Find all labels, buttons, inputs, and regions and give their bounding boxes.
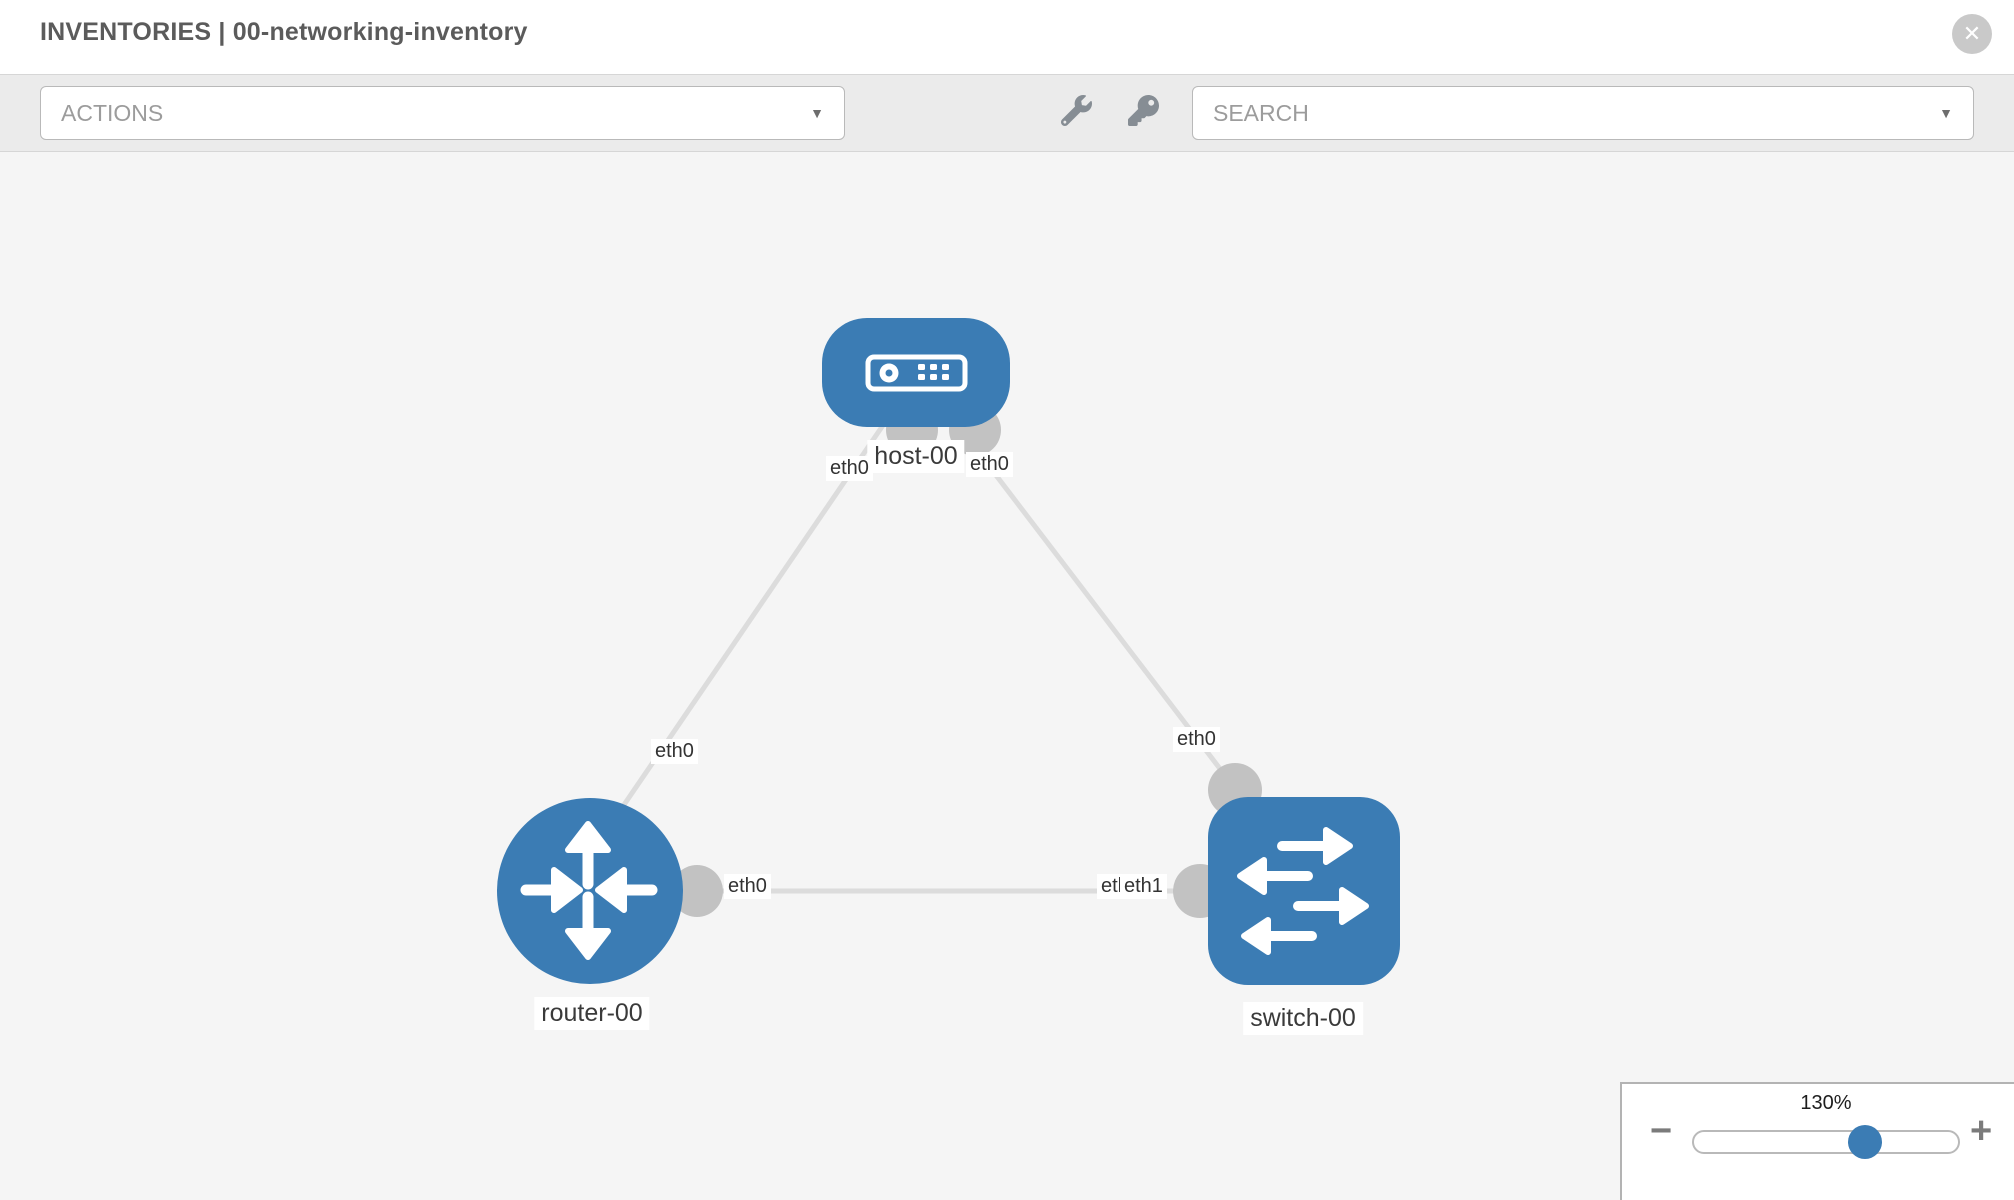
chevron-down-icon: ▼ [1939, 105, 1953, 121]
toolbar: ACTIONS ▼ SEARCH ▼ [0, 74, 2014, 152]
topology-links [612, 413, 1242, 894]
iface-label-host-eth0-left: eth0 [826, 456, 873, 481]
search-dropdown-label: SEARCH [1213, 99, 1309, 126]
toolbar-icons [1060, 95, 1159, 131]
iface-label-switch-eth1: eth1 [1120, 874, 1167, 899]
zoom-panel: 130% − + [1620, 1082, 2014, 1200]
node-host-00[interactable] [822, 318, 1010, 427]
zoom-percent: 130% [1800, 1092, 1852, 1114]
interface-stubs [671, 404, 1262, 918]
zoom-in-button[interactable]: + [1970, 1110, 1993, 1152]
page-title: INVENTORIES | 00-networking-inventory [40, 18, 528, 46]
close-button[interactable]: ✕ [1952, 14, 1992, 54]
node-label-host: host-00 [867, 440, 965, 473]
node-label-switch: switch-00 [1243, 1002, 1363, 1035]
key-icon[interactable] [1128, 95, 1159, 131]
topology-graph [497, 318, 1400, 985]
wrench-icon[interactable] [1060, 95, 1092, 131]
header: INVENTORIES | 00-networking-inventory ✕ [0, 0, 2014, 74]
switch-icon [1237, 827, 1369, 955]
actions-dropdown-label: ACTIONS [61, 99, 164, 126]
node-router-00[interactable] [497, 798, 683, 984]
node-switch-00[interactable] [1208, 797, 1400, 985]
chevron-down-icon: ▼ [810, 105, 824, 121]
host-icon [865, 354, 968, 392]
node-label-router: router-00 [534, 997, 650, 1030]
zoom-slider-track[interactable] [1692, 1130, 1960, 1154]
actions-dropdown[interactable]: ACTIONS ▼ [40, 86, 845, 140]
iface-label-host-eth0-right: eth0 [966, 452, 1013, 477]
zoom-slider-knob[interactable] [1848, 1125, 1882, 1159]
close-icon: ✕ [1962, 21, 1982, 46]
iface-label-router-eth0-uplink: eth0 [651, 739, 698, 764]
stub-router-eth0[interactable] [671, 865, 723, 917]
iface-label-router-eth0: eth0 [724, 874, 771, 899]
router-icon [520, 821, 658, 960]
zoom-out-button[interactable]: − [1650, 1110, 1673, 1152]
iface-label-switch-eth0: eth0 [1173, 727, 1220, 752]
topology-canvas[interactable]: host-00 router-00 switch-00 eth0 eth0 et… [0, 152, 2014, 1200]
search-dropdown[interactable]: SEARCH ▼ [1192, 86, 1974, 140]
